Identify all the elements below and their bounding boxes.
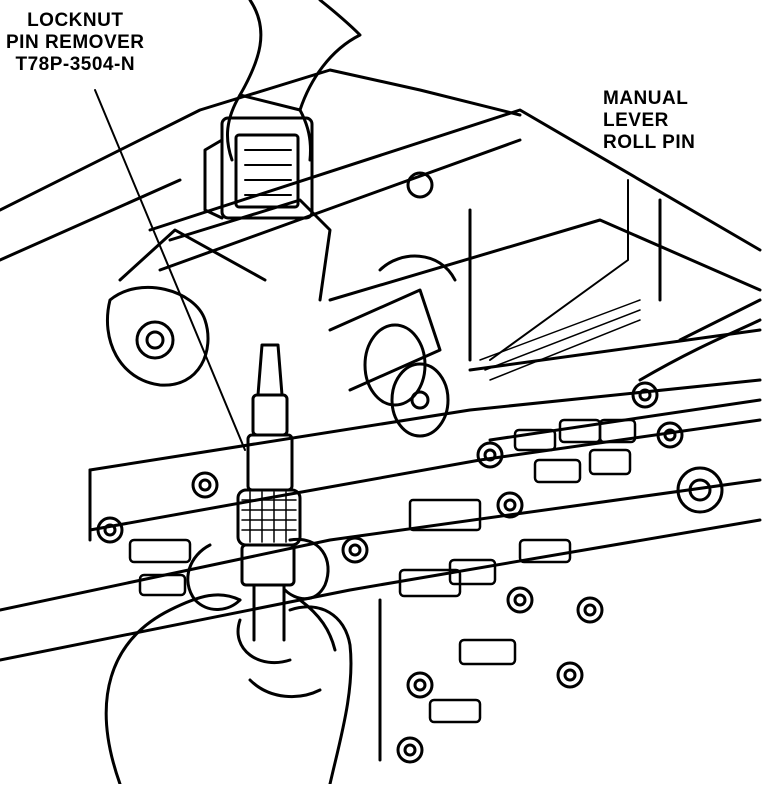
valve-body-passages	[128, 418, 637, 724]
tool-callout-line-3: T78P-3504-N	[15, 54, 136, 75]
upper-hand	[226, 0, 362, 162]
lower-hand	[104, 537, 353, 786]
left-mounting-boss	[105, 228, 267, 387]
tool-callout-label: LOCKNUT PIN REMOVER T78P-3504-N	[6, 10, 145, 76]
electrical-connector	[203, 116, 314, 220]
tool-callout-line-1: LOCKNUT	[27, 10, 124, 31]
roll-pin-hatching	[479, 299, 641, 381]
part-callout-line-1: MANUAL	[603, 88, 689, 109]
part-callout-label: MANUAL LEVER ROLL PIN	[603, 88, 695, 154]
valve-body-bolts	[96, 381, 684, 764]
manual-lever-shaft	[168, 198, 457, 438]
roll-pin-leader-line	[489, 179, 629, 361]
transmission-case	[0, 68, 762, 362]
tool-callout-line-2: PIN REMOVER	[6, 32, 145, 53]
part-callout-line-3: ROLL PIN	[603, 132, 696, 153]
part-callout-line-2: LEVER	[603, 110, 669, 131]
tool-leader-line	[94, 89, 246, 451]
locknut-pin-remover-tool	[236, 343, 302, 642]
